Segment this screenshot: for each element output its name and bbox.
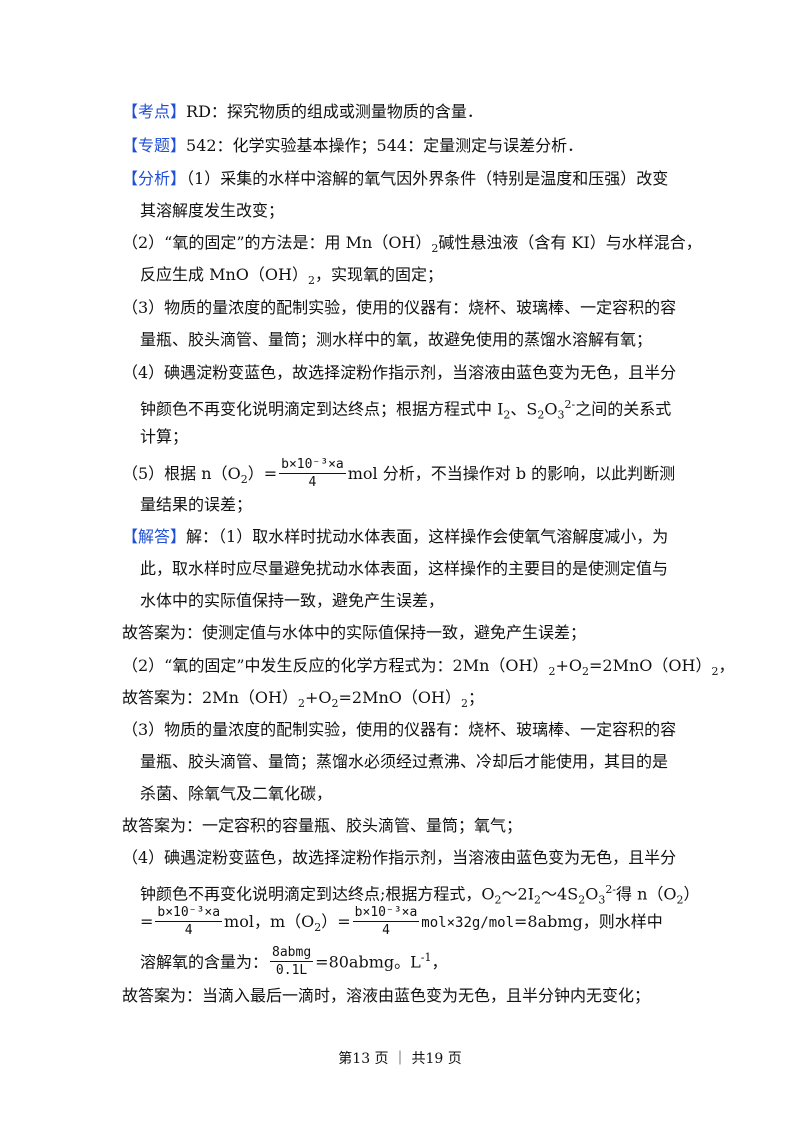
- fraction-2-denominator: 0.1L: [275, 963, 308, 979]
- page-footer: 第13 页 ｜ 共19 页: [338, 1051, 462, 1067]
- zhuanti-label: 【专题】: [122, 136, 187, 155]
- answer-3-text: 故答案为：一定容积的容量瓶、胶头滴管、量筒；氧气；: [122, 816, 523, 835]
- fenxi-2b-pre: 反应生成 MnO（OH）: [140, 265, 308, 284]
- jieda-4b-m1: ～2I: [501, 884, 535, 904]
- answer-4: 故答案为：当滴入最后一滴时，溶液由蓝色变为无色，且半分钟内无变化；: [122, 985, 650, 1007]
- jieda-1b: 此，取水样时应尽量避免扰动水体表面，这样操作的主要目的是使测定值与: [140, 559, 669, 578]
- fenxi-line-4: （4）碘遇淀粉变蓝色，故选择淀粉作指示剂，当溶液由蓝色变为无色，且半分: [122, 362, 676, 384]
- zhuanti-text: 542：化学实验基本操作；544：定量测定与误差分析．: [186, 136, 584, 155]
- jieda-4d-pre: 溶解氧的含量为：: [140, 952, 269, 972]
- fenxi-5a-post: mol 分析，不当操作对 b 的影响，以此判断测: [347, 464, 676, 483]
- jieda-line-3c: 杀菌、除氧气及二氧化碳，: [140, 783, 332, 805]
- jieda-line-3: （3）物质的量浓度的配制实验，使用的仪器有：烧杯、玻璃棒、一定容积的容: [122, 719, 676, 741]
- jieda-2-post: =2MnO（OH）: [589, 656, 712, 675]
- fenxi-5b: 量结果的误差；: [140, 495, 253, 514]
- fenxi-4c: 计算；: [140, 427, 189, 446]
- fraction-denominator: 4: [184, 923, 193, 938]
- answer-1-text: 故答案为：使测定值与水体中的实际值保持一致，避免产生误差；: [122, 623, 587, 642]
- fenxi-5a-pre: （5）根据 n（O: [122, 464, 241, 483]
- fenxi-line-1: 【分析】（1）采集的水样中溶解的氧气因外界条件（特别是温度和压强）改变: [122, 168, 668, 190]
- jieda-4b-m2: ～4S: [541, 884, 579, 904]
- fenxi-line-1b: 其溶解度发生改变；: [140, 200, 284, 222]
- fenxi-2a-post: 碱性悬浊液（含有 KI）与水样混合，: [438, 233, 702, 252]
- kaodian-line: 【考点】RD：探究物质的组成或测量物质的含量．: [122, 101, 483, 123]
- kaodian-label: 【考点】: [122, 102, 187, 121]
- fenxi-line-5b: 量结果的误差；: [140, 494, 252, 516]
- answer-2: 故答案为：2Mn（OH）2+O2=2MnO（OH）2；: [122, 688, 484, 711]
- fenxi-4b-pre: 钟颜色不再变化说明滴定到达终点；根据方程式中 I: [140, 399, 504, 419]
- answer-1: 故答案为：使测定值与水体中的实际值保持一致，避免产生误差；: [122, 622, 586, 644]
- fenxi-line-2b: 反应生成 MnO（OH）2，实现氧的固定；: [140, 265, 443, 288]
- jieda-4b-post: 得 n（O: [616, 884, 677, 904]
- jieda-line-4b: 钟颜色不再变化说明滴定到达终点;根据方程式，O2～2I2～4S2O32-得 n（…: [140, 883, 700, 907]
- jieda-3a: （3）物质的量浓度的配制实验，使用的仪器有：烧杯、玻璃棒、一定容积的容: [122, 720, 677, 739]
- answer-2-pre: 故答案为：2Mn（OH）: [122, 688, 298, 707]
- fenxi-line-3: （3）物质的量浓度的配制实验，使用的仪器有：烧杯、玻璃棒、一定容积的容: [122, 297, 676, 319]
- jieda-4d-post: =80abmg。L: [315, 952, 421, 972]
- fraction-numerator: b×10⁻³×a: [279, 457, 346, 474]
- jieda-4c-b: ）=: [321, 912, 351, 931]
- fenxi-4a: （4）碘遇淀粉变蓝色，故选择淀粉作指示剂，当溶液由蓝色变为无色，且半分: [122, 363, 677, 382]
- fraction-denominator: 4: [382, 923, 390, 938]
- jieda-2-pre: （2）“氧的固定”中发生反应的化学方程式为：2Mn（OH）: [122, 656, 549, 675]
- jieda-line-4: （4）碘遇淀粉变蓝色，故选择淀粉作指示剂，当溶液由蓝色变为无色，且半分: [122, 847, 676, 869]
- kaodian-text: RD：探究物质的组成或测量物质的含量．: [186, 102, 483, 121]
- fenxi-4b-mid: 、S: [510, 399, 538, 419]
- fenxi-line-4b: 钟颜色不再变化说明滴定到达终点；根据方程式中 I2、S2O32-之间的关系式: [140, 398, 672, 422]
- fenxi-1a: （1）采集的水样中溶解的氧气因外界条件（特别是温度和压强）改变: [186, 169, 669, 188]
- jieda-line-1b: 此，取水样时应尽量避免扰动水体表面，这样操作的主要目的是使测定值与: [140, 558, 668, 580]
- fenxi-line-3b: 量瓶、胶头滴管、量筒；测水样中的氧，故避免使用的蒸馏水溶解有氧；: [140, 329, 652, 351]
- fraction-numerator: b×10⁻³×a: [352, 905, 420, 922]
- jieda-4c-c: mol×32g/mol: [421, 915, 515, 931]
- jieda-1a: 解：（1）取水样时扰动水体表面，这样操作会使氧气溶解度减小，为: [186, 527, 669, 546]
- fraction-denominator: 4: [308, 475, 317, 490]
- jieda-2-mid: +O: [555, 656, 583, 675]
- jieda-line-1c: 水体中的实际值保持一致，避免产生误差，: [140, 590, 444, 612]
- fenxi-line-4c: 计算；: [140, 426, 188, 448]
- answer-3: 故答案为：一定容积的容量瓶、胶头滴管、量筒；氧气；: [122, 815, 522, 837]
- jieda-line-2: （2）“氧的固定”中发生反应的化学方程式为：2Mn（OH）2+O2=2MnO（O…: [122, 656, 735, 679]
- answer-4-text: 故答案为：当滴入最后一滴时，溶液由蓝色变为无色，且半分钟内无变化；: [122, 986, 651, 1005]
- fenxi-line-2: （2）“氧的固定”的方法是：用 Mn（OH）2碱性悬浊液（含有 KI）与水样混合…: [122, 233, 702, 256]
- fenxi-4b-post: 之间的关系式: [575, 399, 672, 419]
- jieda-4c-d: =8abmg，则水样中: [514, 912, 663, 931]
- answer-2-post: =2MnO（OH）: [338, 688, 461, 707]
- jieda-4c-a: mol，m（O: [224, 912, 315, 931]
- jieda-3b: 量瓶、胶头滴管、量筒；蒸馏水必须经过煮沸、冷却后才能使用，其目的是: [140, 752, 669, 771]
- fenxi-3b: 量瓶、胶头滴管、量筒；测水样中的氧，故避免使用的蒸馏水溶解有氧；: [140, 330, 653, 349]
- fenxi-5a-mid: ）=: [247, 464, 278, 483]
- fraction-2-numerator: 8abmg: [270, 945, 314, 963]
- fenxi-2b-post: ，实现氧的固定；: [314, 265, 443, 284]
- fraction-numerator: b×10⁻³×a: [155, 905, 223, 922]
- jieda-line-1: 【解答】解：（1）取水样时扰动水体表面，这样操作会使氧气溶解度减小，为: [122, 526, 668, 548]
- jieda-3c: 杀菌、除氧气及二氧化碳，: [140, 784, 333, 803]
- fenxi-2a-pre: （2）“氧的固定”的方法是：用 Mn（OH）: [122, 233, 432, 252]
- fenxi-label: 【分析】: [122, 169, 187, 188]
- jieda-4b-pre: 钟颜色不再变化说明滴定到达终点;根据方程式，O: [140, 884, 495, 904]
- jieda-1c: 水体中的实际值保持一致，避免产生误差，: [140, 591, 445, 610]
- fenxi-3a: （3）物质的量浓度的配制实验，使用的仪器有：烧杯、玻璃棒、一定容积的容: [122, 298, 677, 317]
- jieda-4a: （4）碘遇淀粉变蓝色，故选择淀粉作指示剂，当溶液由蓝色变为无色，且半分: [122, 848, 677, 867]
- zhuanti-line: 【专题】542：化学实验基本操作；544：定量测定与误差分析．: [122, 135, 583, 157]
- jieda-label: 【解答】: [122, 527, 187, 546]
- fenxi-1b: 其溶解度发生改变；: [140, 201, 285, 220]
- jieda-line-3b: 量瓶、胶头滴管、量筒；蒸馏水必须经过煮沸、冷却后才能使用，其目的是: [140, 751, 668, 773]
